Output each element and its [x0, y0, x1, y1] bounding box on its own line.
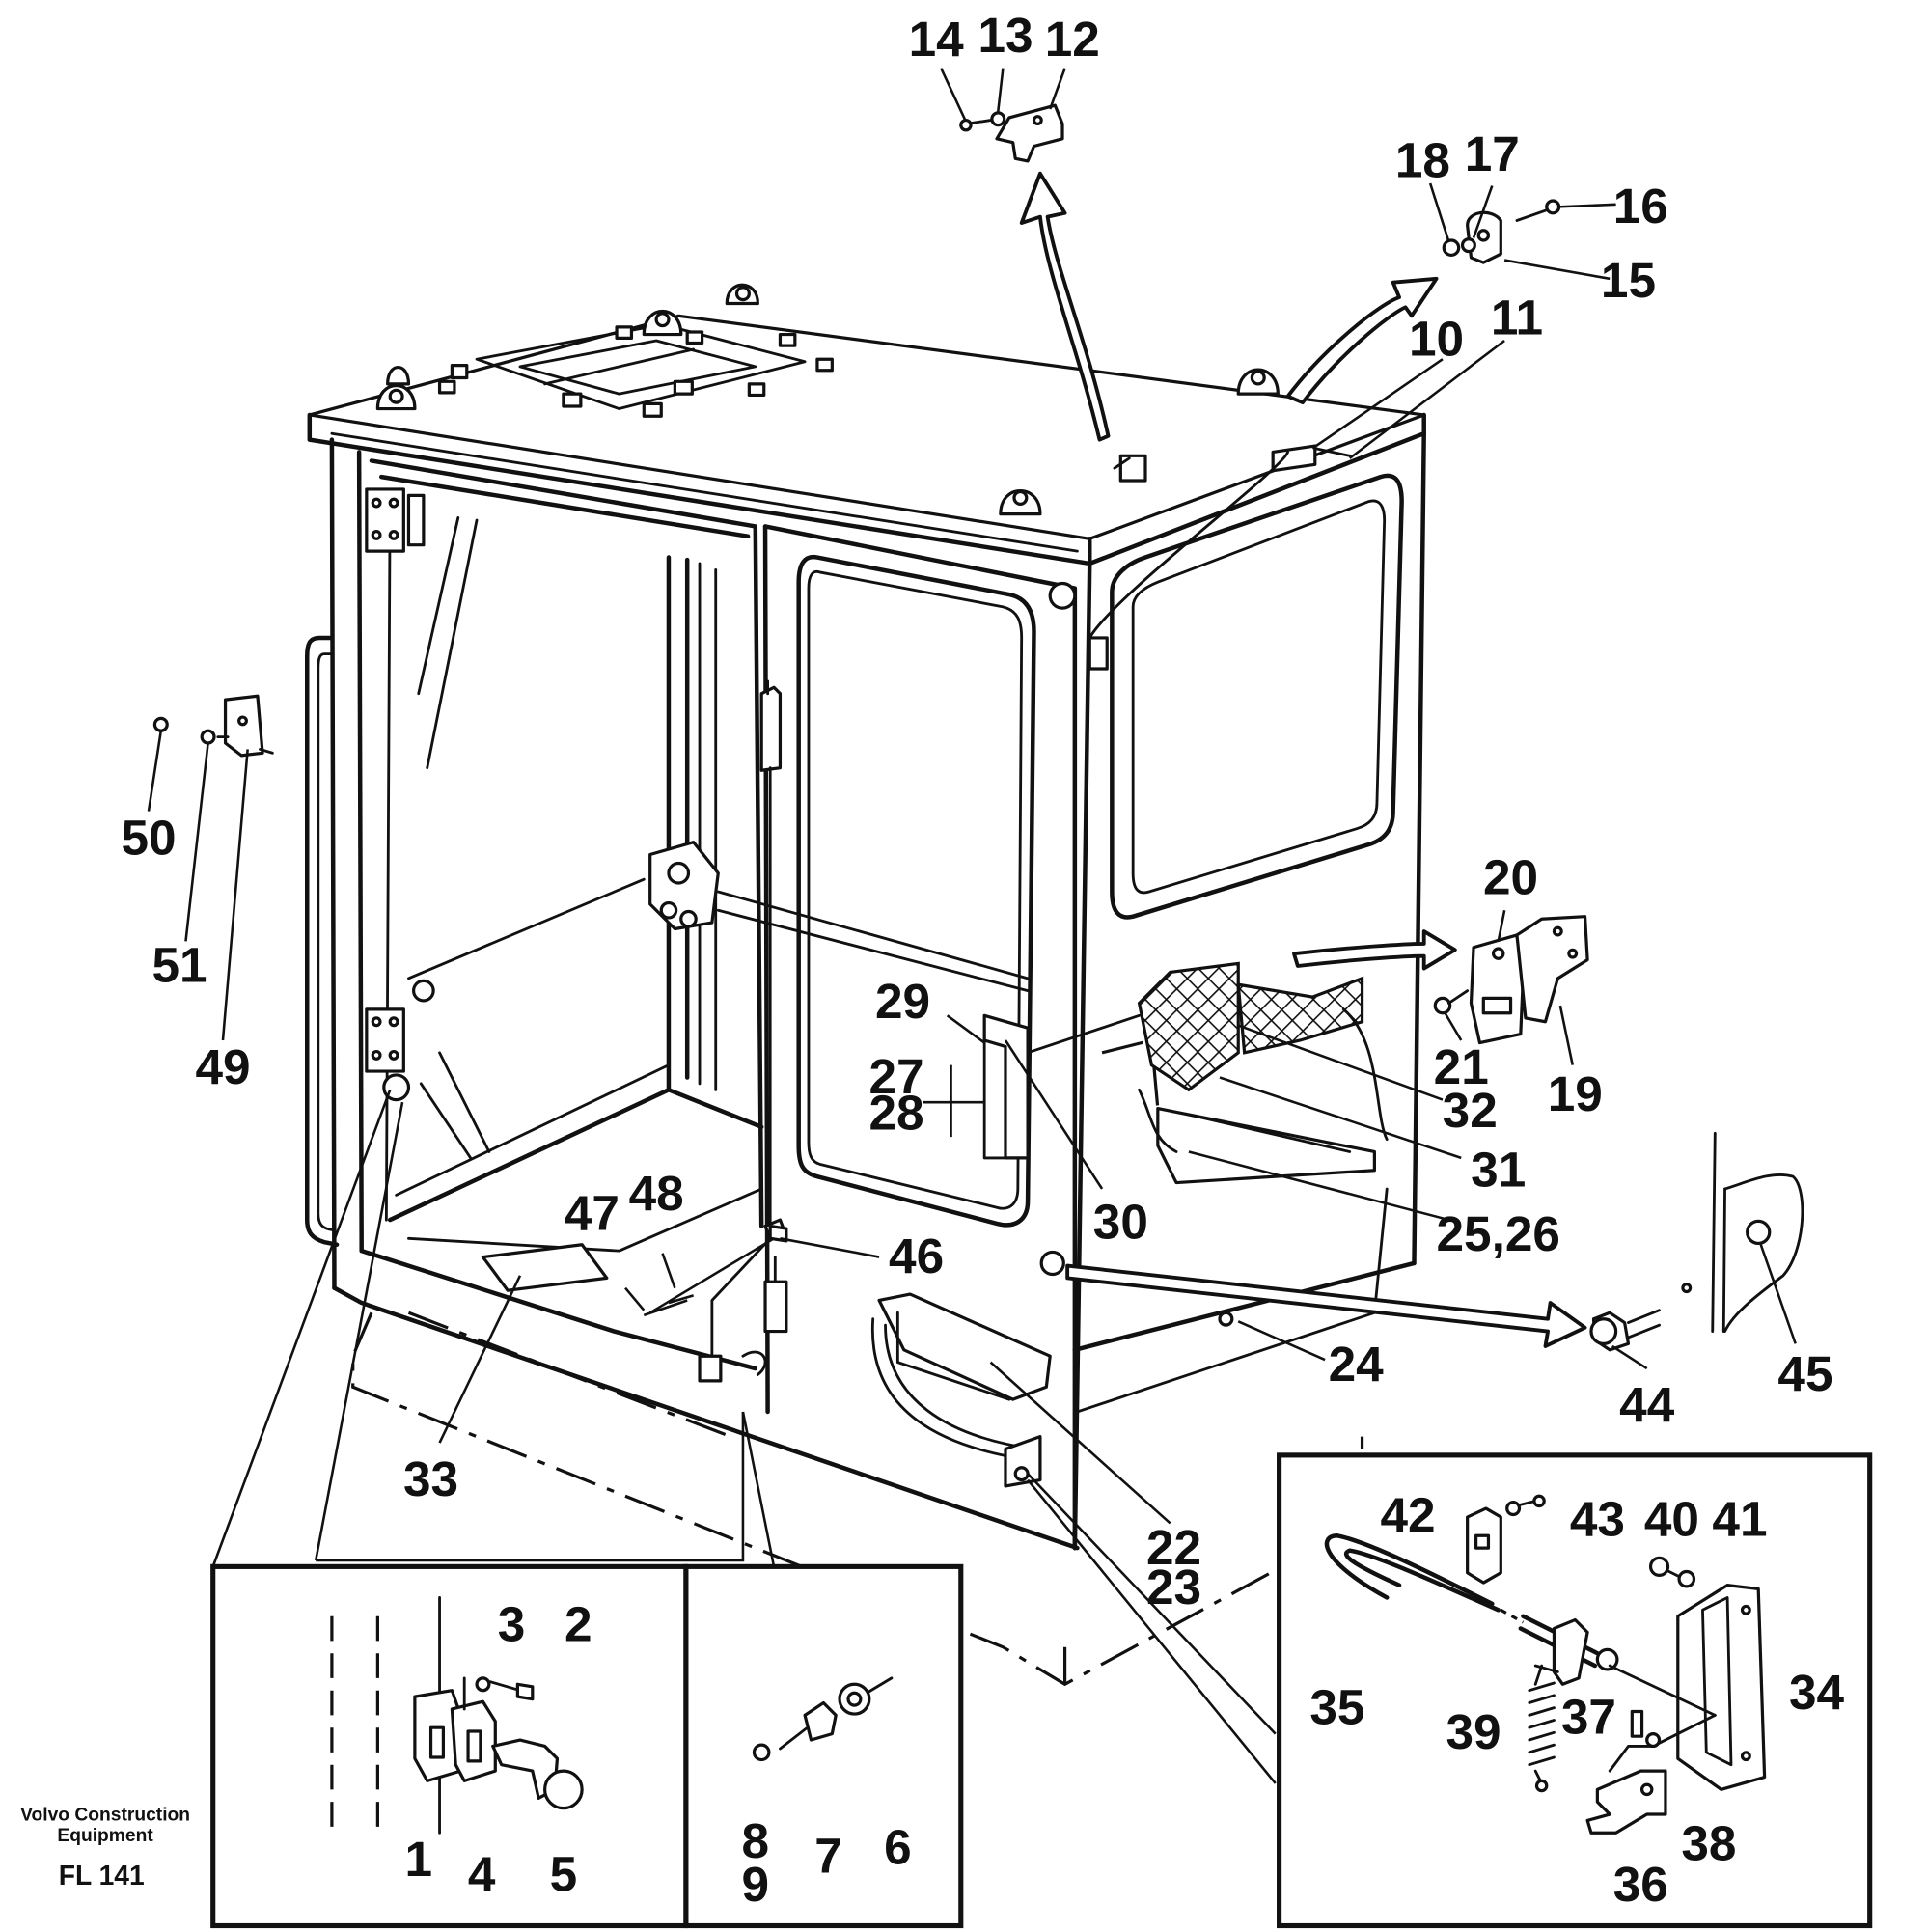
detail-box-stop	[683, 1563, 964, 1929]
direction-arrows	[1019, 171, 1587, 1348]
callout-51: 51	[152, 938, 207, 993]
detail-box-hinge	[210, 1563, 689, 1929]
callout-50: 50	[121, 811, 176, 866]
callout-14: 14	[909, 12, 965, 67]
callout-41: 41	[1712, 1491, 1767, 1546]
callout-20: 20	[1483, 850, 1538, 905]
callout-1: 1	[404, 1832, 432, 1887]
callout-45: 45	[1777, 1346, 1832, 1401]
callout-35: 35	[1309, 1679, 1364, 1734]
callout-29: 29	[875, 974, 930, 1029]
callout-38: 38	[1681, 1815, 1736, 1870]
callout-49: 49	[195, 1039, 250, 1094]
callout-44: 44	[1619, 1377, 1675, 1432]
callout-25-26: 25,26	[1437, 1206, 1560, 1261]
callout-43: 43	[1570, 1491, 1625, 1546]
leader-lines	[147, 68, 1797, 1784]
callout-3: 3	[498, 1596, 526, 1651]
callout-16: 16	[1613, 179, 1668, 234]
loose-parts	[152, 103, 1804, 1352]
callout-28: 28	[869, 1085, 924, 1140]
callout-8: 8	[742, 1813, 770, 1868]
callout-27: 27	[869, 1049, 924, 1104]
callout-4: 4	[468, 1847, 496, 1902]
callout-32: 32	[1443, 1083, 1498, 1138]
callout-33: 33	[403, 1451, 458, 1506]
figure-code: FL 141	[59, 1860, 145, 1891]
callout-5: 5	[550, 1847, 578, 1902]
callout-34: 34	[1789, 1665, 1845, 1720]
callout-13: 13	[978, 8, 1033, 63]
callout-6: 6	[884, 1819, 912, 1874]
callout-30: 30	[1093, 1194, 1148, 1249]
callout-18: 18	[1395, 133, 1450, 188]
manufacturer-caption-line-1: Volvo Construction	[20, 1805, 190, 1825]
callout-37: 37	[1561, 1690, 1616, 1745]
callout-12: 12	[1045, 12, 1100, 67]
callout-2: 2	[565, 1596, 592, 1651]
callout-24: 24	[1329, 1337, 1385, 1392]
callout-7: 7	[814, 1828, 842, 1883]
callout-39: 39	[1446, 1704, 1501, 1759]
callout-22: 22	[1146, 1520, 1201, 1575]
callout-19: 19	[1548, 1066, 1603, 1121]
callout-47: 47	[565, 1185, 620, 1240]
callout-9: 9	[742, 1857, 770, 1912]
callout-31: 31	[1471, 1142, 1526, 1197]
manufacturer-caption-line-2: Equipment	[57, 1826, 153, 1846]
callout-48: 48	[629, 1166, 684, 1221]
callout-23: 23	[1146, 1559, 1201, 1615]
callout-10: 10	[1409, 311, 1464, 366]
callout-21: 21	[1434, 1039, 1489, 1094]
callout-40: 40	[1644, 1491, 1699, 1546]
callout-11: 11	[1491, 290, 1543, 345]
figure-caption: Volvo Construction Equipment FL 141	[20, 1805, 190, 1891]
callout-42: 42	[1381, 1487, 1436, 1542]
callout-15: 15	[1601, 253, 1656, 308]
callout-17: 17	[1465, 126, 1520, 181]
cab-body	[304, 283, 1426, 1551]
callout-labels: 1 2 3 4 5 6 7 8 9 10 11 12 13 14 15 16 1…	[121, 8, 1844, 1912]
callout-36: 36	[1613, 1857, 1668, 1912]
callout-46: 46	[889, 1228, 944, 1283]
detail-box-door-lock	[1277, 1452, 1873, 1929]
